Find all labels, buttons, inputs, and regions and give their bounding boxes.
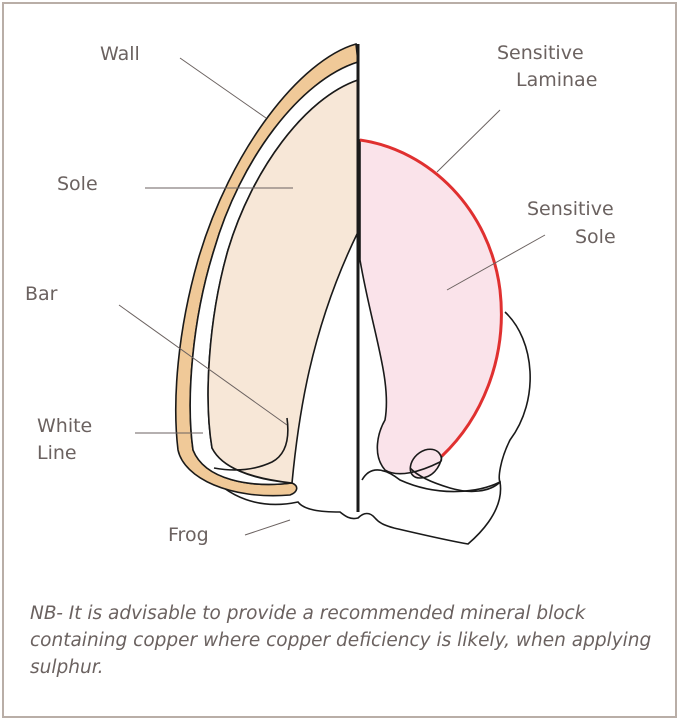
footnote: NB- It is advisable to provide a recomme… <box>30 600 655 681</box>
label-wall: Wall <box>100 43 140 65</box>
label-white-line-1: White <box>37 415 92 437</box>
label-sensitive-sole-2: Sole <box>575 226 616 248</box>
leader-frog <box>245 520 290 535</box>
label-white-line-2: Line <box>37 442 77 464</box>
leader-sensitive-laminae <box>437 110 500 172</box>
label-sensitive-laminae-2: Laminae <box>516 69 597 91</box>
label-sensitive-sole-1: Sensitive <box>527 198 614 220</box>
sensitive-sole-shape <box>360 140 501 478</box>
leader-wall <box>180 58 266 118</box>
label-sole: Sole <box>57 173 98 195</box>
label-frog: Frog <box>168 524 209 546</box>
label-sensitive-laminae-1: Sensitive <box>497 42 584 64</box>
label-bar: Bar <box>25 283 58 305</box>
